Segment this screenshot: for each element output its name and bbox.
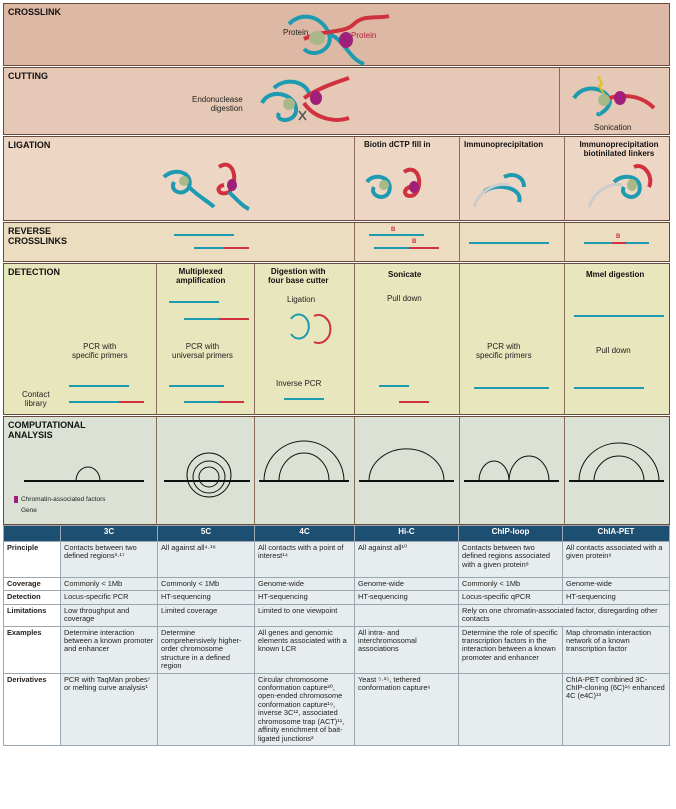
col-3c: 3C [61, 526, 158, 542]
table-row: Detection Locus-specific PCR HT-sequenci… [4, 591, 670, 604]
col-chia-pet: ChIA-PET [563, 526, 670, 542]
table-cell: HT-sequencing [255, 591, 355, 604]
row-label: Principle [4, 542, 61, 578]
comparison-table: 3C 5C 4C Hi-C ChIP-loop ChIA-PET Princip… [3, 525, 670, 746]
marker-b: B [616, 233, 620, 242]
col-hic: Hi-C [355, 526, 459, 542]
table-cell: Commonly < 1Mb [459, 578, 563, 591]
row-label: Detection [4, 591, 61, 604]
legend-factors: Chromatin-associated factors [21, 495, 106, 504]
table-cell: All intra- and interchromosomal associat… [355, 626, 459, 673]
table-cell: Limited coverage [158, 604, 255, 626]
row-label: Coverage [4, 578, 61, 591]
row-detection: DETECTION PCR with specific primers Cont… [3, 263, 670, 415]
table-cell: Determine comprehensively higher-order c… [158, 626, 255, 673]
legend-gene: Gene [21, 506, 37, 515]
row-reverse-crosslinks: REVERSE CROSSLINKS B B B [3, 222, 670, 262]
table-cell: HT-sequencing [563, 591, 670, 604]
table-cell: Determine interaction between a known pr… [61, 626, 158, 673]
table-cell: All contacts with a point of interest¹⁴ [255, 542, 355, 578]
table-cell: All against all⁴·¹⁸ [158, 542, 255, 578]
protein-label-left: Protein [283, 28, 308, 37]
table-cell: All against all¹⁰ [355, 542, 459, 578]
sonication-label: Sonication [594, 123, 631, 132]
reverse-crosslinks-diagram [4, 223, 671, 263]
table-cell [158, 673, 255, 745]
table-cell: Low throughput and coverage [61, 604, 158, 626]
row-crosslink: CROSSLINK Protein Protein [3, 3, 670, 66]
table-cell: All contacts associated with a given pro… [563, 542, 670, 578]
table-row: Derivatives PCR with TaqMan probes⁷ or m… [4, 673, 670, 745]
row-computational: COMPUTATIONAL ANALYSIS Chromatin-associa… [3, 416, 670, 525]
cutting-diagram [4, 68, 671, 136]
row-label: Derivatives [4, 673, 61, 745]
table-cell: Contacts between two defined regions³·¹⁷ [61, 542, 158, 578]
table-cell: Rely on one chromatin-associated factor,… [459, 604, 670, 626]
table-cell: Genome-wide [255, 578, 355, 591]
table-cell: ChIA-PET combined 3C-ChIP-cloning (6C)¹⁶… [563, 673, 670, 745]
corner [4, 526, 61, 542]
col-5c: 5C [158, 526, 255, 542]
marker-b: B [391, 226, 395, 235]
table-cell: All genes and genomic elements associate… [255, 626, 355, 673]
table-cell: Genome-wide [355, 578, 459, 591]
table-cell: Determine the role of specific transcrip… [459, 626, 563, 673]
table-cell: Genome-wide [563, 578, 670, 591]
row-label: Examples [4, 626, 61, 673]
table-cell: HT-sequencing [355, 591, 459, 604]
marker-b: B [412, 238, 416, 247]
table-cell: Commonly < 1Mb [61, 578, 158, 591]
table-header-row: 3C 5C 4C Hi-C ChIP-loop ChIA-PET [4, 526, 670, 542]
table-row: Coverage Commonly < 1Mb Commonly < 1Mb G… [4, 578, 670, 591]
protein-label-right: Protein [351, 31, 376, 40]
table-cell: HT-sequencing [158, 591, 255, 604]
table-cell: Map chromatin interaction network of a k… [563, 626, 670, 673]
table-cell [355, 604, 459, 626]
table-cell: Commonly < 1Mb [158, 578, 255, 591]
table-cell: PCR with TaqMan probes⁷ or melting curve… [61, 673, 158, 745]
row-label: Limitations [4, 604, 61, 626]
row-ligation: LIGATION Biotin dCTP fill in Immunopreci… [3, 136, 670, 221]
row-cutting: CUTTING Endonuclease digestion Sonicatio… [3, 67, 670, 135]
table-cell: Locus-specific PCR [61, 591, 158, 604]
table-cell: Limited to one viewpoint [255, 604, 355, 626]
col-chip-loop: ChIP-loop [459, 526, 563, 542]
table-cell [459, 673, 563, 745]
table-cell: Yeast ⁵·¹⁵, tethered conformation captur… [355, 673, 459, 745]
col-4c: 4C [255, 526, 355, 542]
detection-diagram [4, 264, 671, 416]
computational-diagram [4, 417, 671, 526]
table-cell: Locus-specific qPCR [459, 591, 563, 604]
table-row: Limitations Low throughput and coverage … [4, 604, 670, 626]
crosslink-diagram [4, 4, 671, 67]
ligation-diagram [4, 137, 671, 222]
table-cell: Contacts between two defined regions ass… [459, 542, 563, 578]
table-row: Examples Determine interaction between a… [4, 626, 670, 673]
table-row: Principle Contacts between two defined r… [4, 542, 670, 578]
table-cell: Circular chromosome conformation capture… [255, 673, 355, 745]
